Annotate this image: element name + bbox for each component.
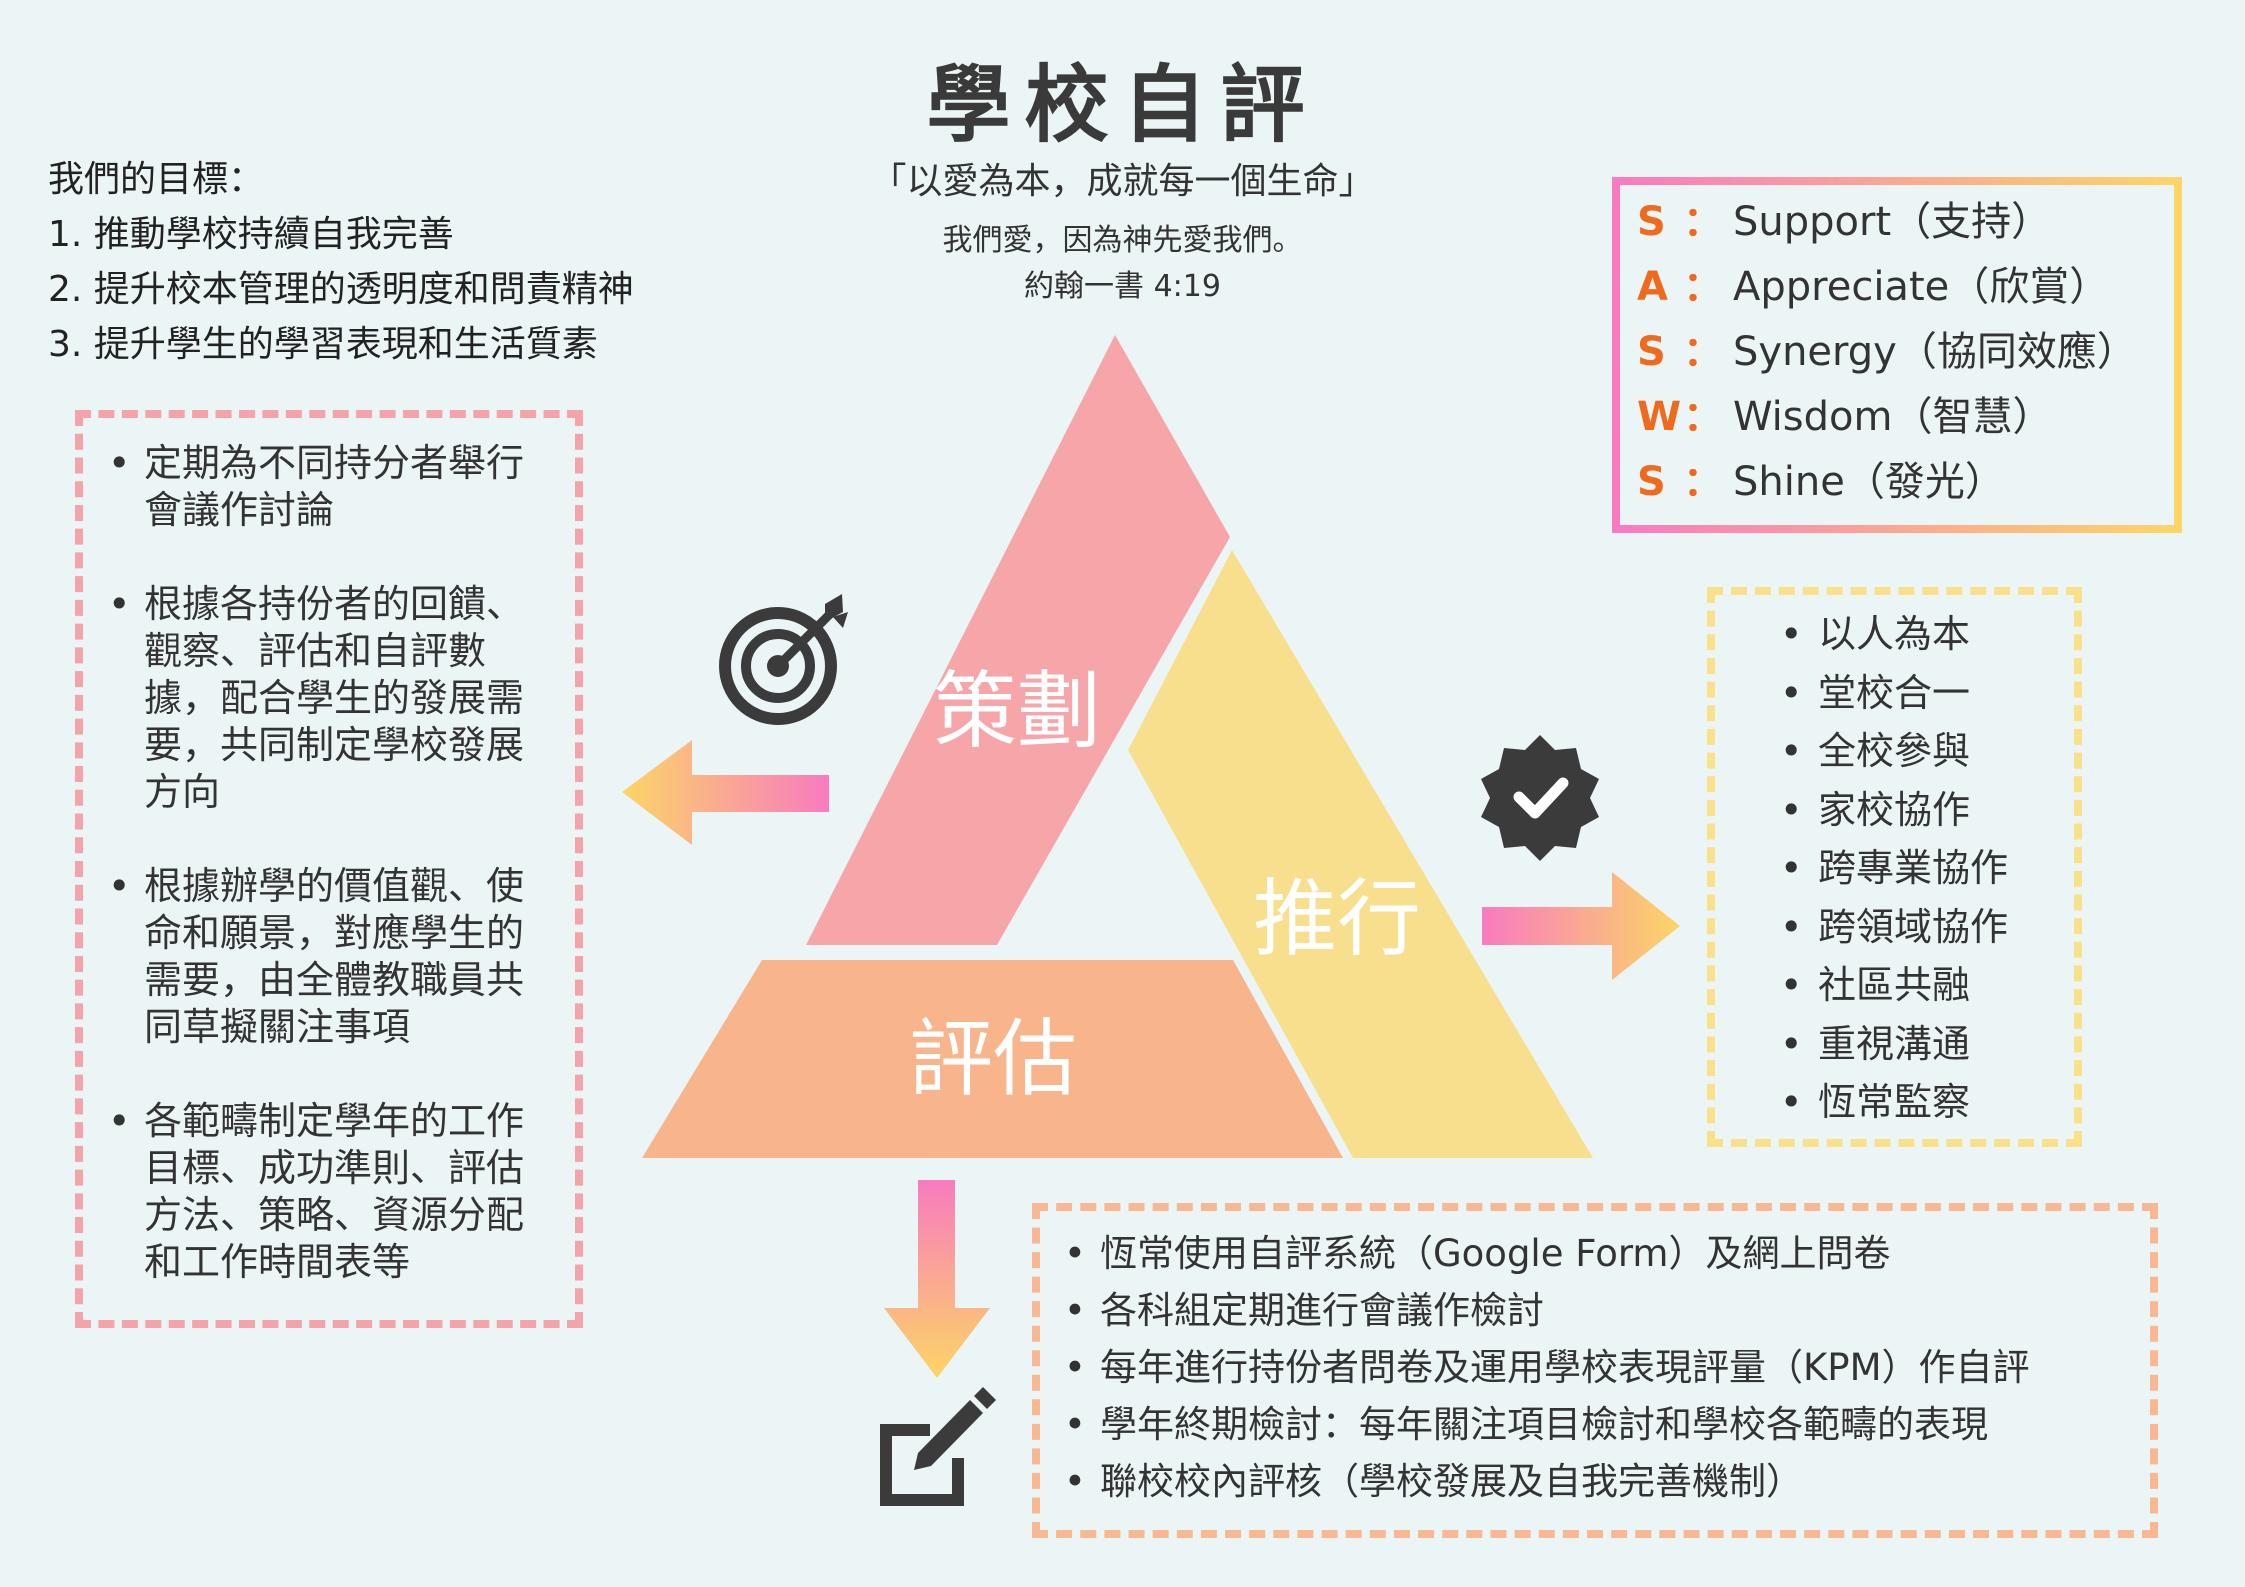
saws-row: A ：Appreciate（欣賞） [1637, 255, 2137, 320]
implement-item: 恆常監察 [1778, 1073, 2008, 1132]
plan-label: 策劃 [933, 662, 1101, 760]
implement-label: 推行 [1253, 870, 1421, 968]
saws-letter: S [1637, 199, 1666, 245]
arrow-left-icon [622, 740, 829, 845]
saws-colon: ： [1683, 329, 1723, 375]
saws-row: S ：Shine（發光） [1637, 450, 2137, 515]
saws-word: Appreciate（欣賞） [1733, 264, 2110, 310]
saws-colon: ： [1683, 394, 1723, 440]
implement-item: 堂校合一 [1778, 664, 2008, 723]
saws-row: S ：Support（支持） [1637, 190, 2137, 255]
saws-colon: ： [1683, 199, 1723, 245]
goals-heading: 我們的目標： [48, 159, 265, 200]
evaluate-segment [642, 960, 1343, 1158]
plan-item: 各範疇制定學年的工作目標、成功準則、評估方法、策略、資源分配和工作時間表等 [106, 1098, 561, 1286]
saws-list: S：Support（支持） A：Appreciate（欣賞） S：Synergy… [1637, 190, 2137, 515]
saws-letter: W [1637, 394, 1682, 440]
saws-word: Shine（發光） [1733, 459, 2005, 505]
plan-list: 定期為不同持分者舉行會議作討論 根據各持份者的回饋、觀察、評估和自評數據，配合學… [106, 440, 561, 1333]
evaluate-item: 聯校校內評核（學校發展及自我完善機制） [1062, 1453, 2030, 1510]
verse-reference: 約翰一書 4:19 [1024, 269, 1221, 304]
implement-item: 以人為本 [1778, 605, 2008, 664]
plan-item: 根據辦學的價值觀、使命和願景，對應學生的需要，由全體教職員共同草擬關注事項 [106, 863, 561, 1051]
saws-word: Wisdom（智慧） [1733, 394, 2053, 440]
implement-list: 以人為本 堂校合一 全校參與 家校協作 跨專業協作 跨領域協作 社區共融 重視溝… [1778, 605, 2008, 1132]
edit-icon [880, 1387, 996, 1506]
saws-colon: ： [1683, 264, 1723, 310]
evaluate-item: 學年終期檢討：每年關注項目檢討和學校各範疇的表現 [1062, 1396, 2030, 1453]
plan-item: 根據各持份者的回饋、觀察、評估和自評數據，配合學生的發展需要，共同制定學校發展方… [106, 581, 561, 816]
implement-box [1707, 587, 2082, 1147]
implement-item: 全校參與 [1778, 722, 2008, 781]
implement-item: 社區共融 [1778, 956, 2008, 1015]
arrow-down-icon [884, 1180, 990, 1378]
motto: 「以愛為本，成就每一個生命」 [870, 161, 1375, 202]
evaluate-item: 恆常使用自評系統（Google Form）及網上問卷 [1062, 1225, 2030, 1282]
page-title: 學校自評 [926, 56, 1319, 154]
saws-box [1612, 177, 2182, 533]
arrow-right-icon [1482, 872, 1680, 980]
goal-item: 2. 提升校本管理的透明度和問責精神 [48, 269, 634, 310]
implement-item: 家校協作 [1778, 781, 2008, 840]
evaluate-label: 評估 [909, 1010, 1077, 1108]
saws-row: W：Wisdom（智慧） [1637, 385, 2137, 450]
evaluate-list: 恆常使用自評系統（Google Form）及網上問卷 各科組定期進行會議作檢討 … [1062, 1225, 2030, 1510]
implement-item: 跨領域協作 [1778, 898, 2008, 957]
verse-text: 我們愛，因為神先愛我們。 [942, 223, 1303, 258]
evaluate-item: 每年進行持份者問卷及運用學校表現評量（KPM）作自評 [1062, 1339, 2030, 1396]
target-icon [719, 594, 848, 725]
bible-verse: 我們愛，因為神先愛我們。 約翰一書 4:19 [0, 218, 2245, 310]
saws-row: S ：Synergy（協同效應） [1637, 320, 2137, 385]
verified-badge-icon [1481, 735, 1599, 861]
implement-item: 重視溝通 [1778, 1015, 2008, 1074]
saws-colon: ： [1683, 459, 1723, 505]
implement-item: 跨專業協作 [1778, 839, 2008, 898]
saws-word: Synergy（協同效應） [1733, 329, 2137, 375]
goal-item: 1. 推動學校持續自我完善 [48, 214, 454, 255]
saws-letter: S [1637, 329, 1666, 375]
goals-section: 我們的目標： 1. 推動學校持續自我完善 2. 提升校本管理的透明度和問責精神 … [48, 152, 634, 372]
plan-segment [806, 335, 1230, 945]
saws-letter: A [1637, 264, 1668, 310]
saws-letter: S [1637, 459, 1666, 505]
saws-word: Support（支持） [1733, 199, 2052, 245]
plan-item: 定期為不同持分者舉行會議作討論 [106, 440, 561, 534]
implement-segment [1128, 550, 1593, 1158]
plan-box [75, 410, 583, 1328]
evaluate-item: 各科組定期進行會議作檢討 [1062, 1282, 2030, 1339]
evaluate-box [1032, 1203, 2158, 1538]
goal-item: 3. 提升學生的學習表現和生活質素 [48, 324, 598, 365]
